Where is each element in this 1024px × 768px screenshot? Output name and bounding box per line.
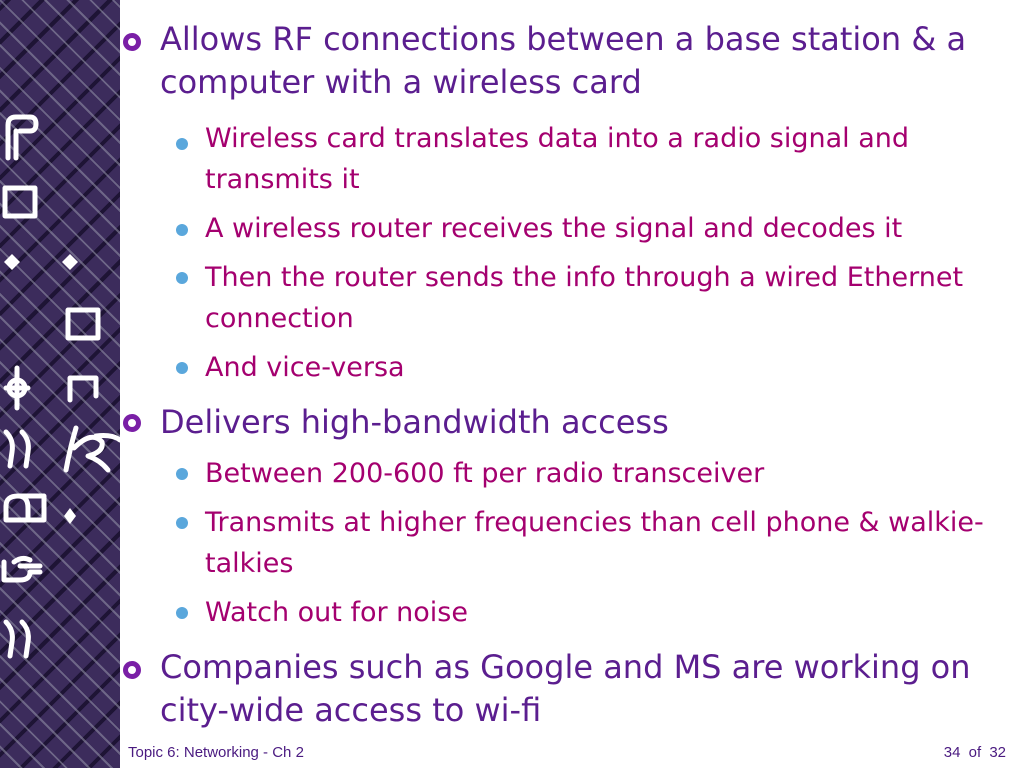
diamond-icon — [64, 508, 76, 524]
cross-icon — [3, 365, 31, 411]
sub-bullet-text: Then the router sends the info through a… — [205, 262, 964, 334]
square-icon — [65, 307, 101, 341]
page-total: 32 — [989, 744, 1006, 761]
level1-bullet-marker — [123, 661, 141, 679]
corner-icon — [67, 375, 99, 403]
bars-icon — [3, 619, 31, 659]
level2-bullet-marker — [176, 272, 188, 284]
level1-bullet-marker — [123, 414, 141, 432]
wingding-glyphs — [1, 114, 120, 659]
page-current: 34 — [943, 744, 961, 761]
script-k-icon — [63, 425, 120, 473]
bullet-text: Allows RF connections between a base sta… — [160, 20, 967, 101]
sub-bullet-text: Wireless card translates data into a rad… — [205, 123, 910, 195]
level1-bullet-marker — [123, 33, 141, 51]
pointing-hand-icon — [1, 555, 43, 583]
page-of: of — [968, 744, 982, 761]
sub-bullet-text: A wireless router receives the signal an… — [205, 213, 903, 244]
level2-bullet-marker — [176, 607, 188, 619]
bullet-text: Delivers high-bandwidth access — [160, 403, 669, 441]
bars-icon — [3, 429, 31, 469]
level2-bullet-marker — [176, 517, 188, 529]
footer-topic: Topic 6: Networking - Ch 2 — [128, 744, 304, 761]
bullet-text: Companies such as Google and MS are work… — [160, 648, 971, 729]
diamond-icon — [62, 254, 78, 270]
level2-bullet-marker — [176, 362, 188, 374]
decorative-sidebar — [0, 0, 120, 768]
sub-bullet-text: Transmits at higher frequencies than cel… — [205, 507, 984, 579]
square-icon — [2, 185, 38, 219]
level2-bullet-marker — [176, 138, 188, 150]
level2-bullet-marker — [176, 468, 188, 480]
page-counter: 34 of 32 — [900, 744, 1006, 762]
sub-bullet-text: Watch out for noise — [205, 597, 468, 628]
sub-bullet-text: And vice-versa — [205, 352, 405, 383]
sub-bullet-text: Between 200-600 ft per radio transceiver — [205, 458, 765, 489]
hand-icon — [5, 114, 39, 161]
level2-bullet-marker — [176, 224, 188, 236]
diamond-icon — [4, 254, 20, 270]
mailbox-icon — [3, 493, 47, 523]
